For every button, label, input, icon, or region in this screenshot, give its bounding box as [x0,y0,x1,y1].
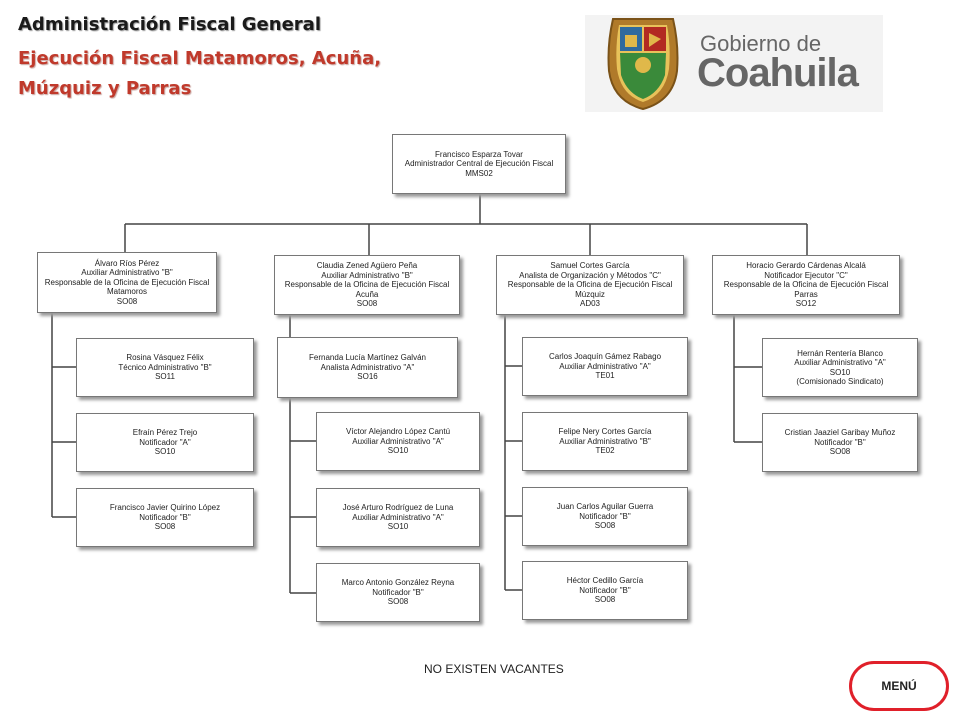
person-code: SO11 [155,372,175,382]
person-code: SO08 [387,597,409,607]
person-responsibility: Responsable de la Oficina de Ejecución F… [44,277,210,297]
org-box-staff: José Arturo Rodríguez de Luna Auxiliar A… [316,488,480,547]
org-box-staff: Efraín Pérez Trejo Notificador "A" SO10 [76,413,254,472]
person-role: Notificador "B" [372,587,424,597]
person-code: SO08 [116,296,138,306]
org-box-staff: Hernán Rentería Blanco Auxiliar Administ… [762,338,918,397]
person-name: Efraín Pérez Trejo [132,428,198,438]
org-box-staff: Rosina Vásquez Félix Técnico Administrat… [76,338,254,397]
person-role: Técnico Administrativo "B" [118,362,212,372]
coahuila-seal-icon [607,18,679,111]
person-name: Fernanda Lucía Martínez Galván [309,353,426,363]
person-code: SO10 [387,446,409,456]
org-box-head-parras: Horacio Gerardo Cárdenas Alcalá Notifica… [712,255,900,315]
logo-line2: Coahuila [697,51,859,95]
person-note: (Comisionado Sindicato) [796,377,884,386]
person-code: SO08 [594,595,616,605]
org-box-head-matamoros: Álvaro Ríos Pérez Auxiliar Administrativ… [37,252,217,313]
org-box-staff: Felipe Nery Cortes García Auxiliar Admin… [522,412,688,471]
org-box-staff: Héctor Cedillo García Notificador "B" SO… [522,561,688,620]
person-code: SO08 [829,447,851,457]
person-name: Francisco Esparza Tovar [435,149,523,159]
person-role: Notificador "B" [579,585,631,595]
person-responsibility: Responsable de la Oficina de Ejecución F… [284,280,450,299]
person-name: Álvaro Ríos Pérez [94,258,160,268]
org-box-staff: Cristian Jaaziel Garibay Muñoz Notificad… [762,413,918,472]
org-box-staff: Francisco Javier Quirino López Notificad… [76,488,254,547]
person-code: SO08 [356,299,378,309]
person-role: Administrador Central de Ejecución Fisca… [404,159,554,169]
person-role: Auxiliar Administrativo "A" [559,361,651,371]
vacancies-note: NO EXISTEN VACANTES [424,662,564,676]
person-responsibility: Responsable de la Oficina de Ejecución F… [507,280,673,299]
person-code: SO16 [357,372,378,382]
person-code: SO10 [829,367,851,377]
person-name: Juan Carlos Aguilar Guerra [556,502,654,512]
person-name: Rosina Vásquez Félix [126,353,204,363]
person-role: Auxiliar Administrativo "A" [352,512,444,522]
org-box-sub-analyst: Fernanda Lucía Martínez Galván Analista … [277,337,458,398]
org-box-root: Francisco Esparza Tovar Administrador Ce… [392,134,566,194]
person-code: SO08 [154,522,176,532]
person-code: MMS02 [465,168,493,178]
person-name: Horacio Gerardo Cárdenas Alcalá [746,261,866,271]
person-name: Víctor Alejandro López Cantú [345,427,451,437]
person-name: Samuel Cortes García [550,261,630,271]
org-box-staff: Víctor Alejandro López Cantú Auxiliar Ad… [316,412,480,471]
person-name: Marco Antonio González Reyna [341,578,455,588]
person-code: SO12 [795,299,817,309]
person-name: Cristian Jaaziel Garibay Muñoz [784,428,896,438]
person-role: Notificador "A" [139,437,191,447]
person-role: Auxiliar Administrativo "A" [794,358,886,367]
org-box-staff: Marco Antonio González Reyna Notificador… [316,563,480,622]
person-role: Auxiliar Administrativo "A" [352,436,444,446]
person-name: Claudia Zened Agüero Peña [316,261,418,271]
gobierno-coahuila-logo: Gobierno de Coahuila [585,15,883,112]
org-box-staff: Carlos Joaquín Gámez Rabago Auxiliar Adm… [522,337,688,396]
person-name: Héctor Cedillo García [566,576,644,586]
person-code: SO08 [594,521,616,531]
org-box-head-acuna: Claudia Zened Agüero Peña Auxiliar Admin… [274,255,460,315]
person-code: AD03 [579,299,600,309]
person-responsibility: Responsable de la Oficina de Ejecución F… [723,280,889,299]
person-role: Analista Administrativo "A" [320,362,415,372]
person-name: Hernán Rentería Blanco [797,348,883,358]
person-role: Notificador "B" [814,437,866,447]
person-role: Auxiliar Administrativo "B" [321,270,413,280]
person-role: Notificador Ejecutor "C" [764,270,848,280]
person-name: José Arturo Rodríguez de Luna [342,503,454,513]
person-code: TE02 [595,446,615,456]
person-role: Auxiliar Administrativo "B" [81,268,173,278]
page-subtitle: Ejecución Fiscal Matamoros, Acuña, Múzqu… [18,48,382,99]
menu-button[interactable]: MENÚ [849,661,949,711]
person-role: Auxiliar Administrativo "B" [559,436,651,446]
person-role: Notificador "B" [139,512,191,522]
page-title: Administración Fiscal General [18,14,321,35]
person-code: TE01 [595,371,615,381]
logo-line1: Gobierno de [700,31,822,56]
person-code: SO10 [154,447,176,457]
person-name: Carlos Joaquín Gámez Rabago [548,352,662,362]
person-role: Analista de Organización y Métodos "C" [519,270,661,280]
org-box-staff: Juan Carlos Aguilar Guerra Notificador "… [522,487,688,546]
org-box-head-muzquiz: Samuel Cortes García Analista de Organiz… [496,255,684,315]
person-name: Francisco Javier Quirino López [109,503,221,513]
person-name: Felipe Nery Cortes García [558,427,652,437]
person-role: Notificador "B" [579,511,631,521]
person-code: SO10 [387,522,409,532]
